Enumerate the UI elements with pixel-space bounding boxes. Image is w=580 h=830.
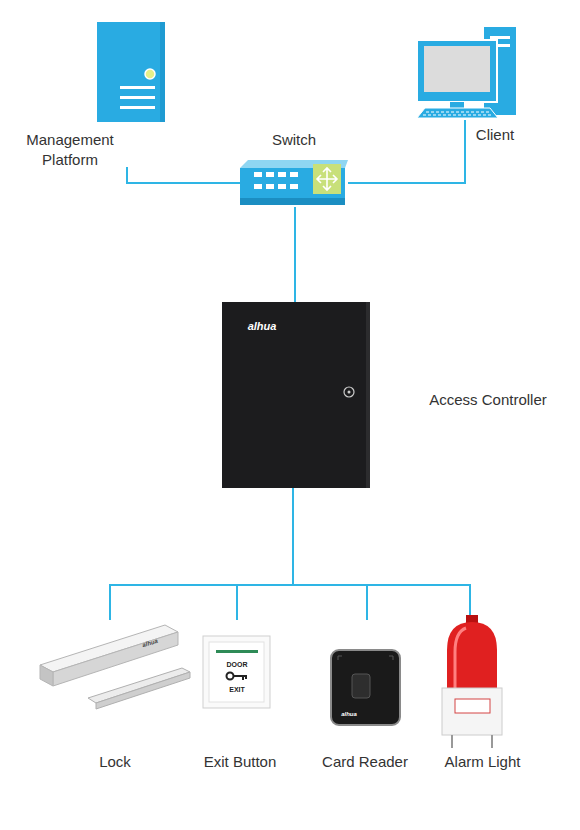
- server-slot: [120, 86, 155, 89]
- switch-ports: [254, 172, 298, 189]
- device-node: Lock: [40, 620, 190, 775]
- brand-logo: alhua: [248, 321, 277, 332]
- device-node: Client: [415, 22, 520, 120]
- button-text: DOOR: [227, 661, 248, 668]
- pc-monitor: [417, 40, 497, 102]
- reader-body: [331, 650, 400, 725]
- switch-port: [254, 184, 262, 189]
- device-wire: [237, 488, 293, 620]
- key-symbol: [227, 673, 234, 680]
- button-text: EXIT: [229, 686, 245, 693]
- button-plate: [203, 636, 270, 708]
- brand-logo: alhua: [341, 711, 357, 717]
- server-body: [97, 22, 165, 122]
- switch-port: [254, 172, 262, 177]
- switch-port: [266, 172, 274, 177]
- pc-screen: [424, 46, 490, 92]
- device-wire: [293, 488, 470, 620]
- pc-keys: [423, 112, 493, 115]
- device-node: Alarm Light: [430, 620, 535, 775]
- device-node: Exit Button: [190, 620, 290, 775]
- server-icon: [97, 22, 165, 122]
- reader-sensor: [352, 674, 370, 698]
- network-cable: [294, 207, 296, 302]
- switch-panel: [313, 164, 341, 194]
- network-cable: [127, 167, 240, 183]
- controller-edge: [366, 302, 370, 488]
- exit-button: [203, 636, 270, 708]
- switch-port: [290, 172, 298, 177]
- device-label: Switch: [240, 130, 348, 150]
- network-cable: [348, 120, 465, 183]
- server-slot: [120, 106, 155, 109]
- switch-arrows: [317, 168, 337, 190]
- switch-port: [266, 184, 274, 189]
- device-node: Management Platform: [20, 20, 170, 167]
- switch-port: [290, 184, 298, 189]
- device-label: Management Platform: [20, 130, 120, 170]
- button-face: [209, 642, 264, 702]
- controller-keyhole: [344, 387, 354, 397]
- device-label: Access Controller: [418, 390, 558, 410]
- device-label: Card Reader: [315, 752, 415, 772]
- switch-port: [278, 184, 286, 189]
- button-strip: [216, 650, 258, 653]
- controller-keyhole-center: [348, 391, 351, 394]
- pc-drive: [490, 36, 510, 39]
- device-label: Lock: [40, 752, 190, 772]
- armature-front: [96, 672, 190, 709]
- device-label: Client: [470, 125, 520, 145]
- switch-port: [278, 172, 286, 177]
- controller-body: [222, 302, 370, 488]
- server-led: [145, 69, 155, 79]
- card-reader: [331, 650, 400, 725]
- controller-box: [222, 302, 370, 488]
- switch-icon: [240, 160, 348, 205]
- switch-base: [240, 198, 345, 205]
- device-wire: [110, 488, 293, 620]
- computer-icon: [417, 27, 516, 118]
- light-base: [442, 688, 502, 735]
- device-label: Alarm Light: [430, 752, 535, 772]
- light-legs: [452, 735, 492, 748]
- light-sticker: [455, 699, 490, 713]
- pc-keyboard: [417, 108, 498, 118]
- pc-stand: [450, 102, 464, 108]
- magnetic-lock: [40, 625, 190, 709]
- device-wire: [293, 488, 367, 620]
- server-side: [160, 22, 165, 122]
- device-node: Card Reader: [315, 620, 415, 775]
- server-slot: [120, 96, 155, 99]
- device-label: Exit Button: [190, 752, 290, 772]
- alarm-light: [442, 615, 502, 748]
- device-node: Switch: [240, 130, 348, 207]
- lock-end: [40, 665, 53, 686]
- light-dome: [447, 622, 497, 690]
- reader-mark: [338, 656, 393, 660]
- light-shine: [455, 628, 466, 688]
- armature-top: [88, 668, 190, 703]
- key-symbol: [234, 676, 248, 680]
